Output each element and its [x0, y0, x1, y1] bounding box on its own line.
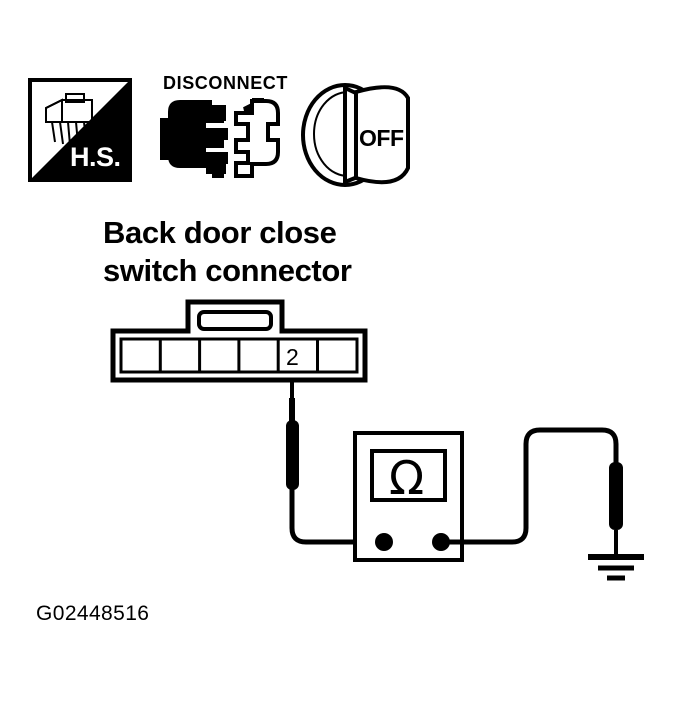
ignition-off-label: OFF: [359, 125, 404, 151]
hs-badge-icon: H.S.: [28, 78, 132, 182]
ohmmeter-omega-symbol: Ω: [389, 451, 424, 505]
disconnect-icon: DISCONNECT: [160, 73, 288, 178]
right-test-probe: [438, 427, 623, 556]
right-lead-wire: [438, 427, 619, 545]
ignition-off-icon: OFF: [301, 83, 410, 187]
ohmmeter: Ω: [353, 431, 464, 562]
connector-title-line-1: Back door close: [103, 215, 337, 250]
connector-title-line-2: switch connector: [103, 253, 352, 288]
chassis-ground-symbol: [588, 554, 644, 581]
disconnect-caption: DISCONNECT: [163, 73, 288, 93]
connector-terminal-2-label: 2: [286, 344, 299, 370]
disconnect-plug-shape: [160, 100, 228, 178]
hs-connector-sketch: [45, 93, 93, 146]
connector-body: 2: [110, 299, 368, 383]
left-probe-body: [286, 420, 299, 490]
left-lead-wire: [289, 485, 381, 545]
hs-badge-label: H.S.: [70, 142, 121, 172]
right-probe-body: [609, 462, 623, 530]
ohmmeter-display: [370, 449, 447, 502]
ohmmeter-terminal-left[interactable]: [375, 533, 393, 551]
left-test-probe: [286, 380, 381, 545]
ignition-key-tag: [354, 85, 410, 185]
connector-latch-slot: [197, 310, 273, 331]
figure-id-label: G02448516: [36, 602, 149, 625]
connector-cavity-dividers: [158, 339, 319, 372]
disconnect-socket-shape: [234, 98, 280, 178]
